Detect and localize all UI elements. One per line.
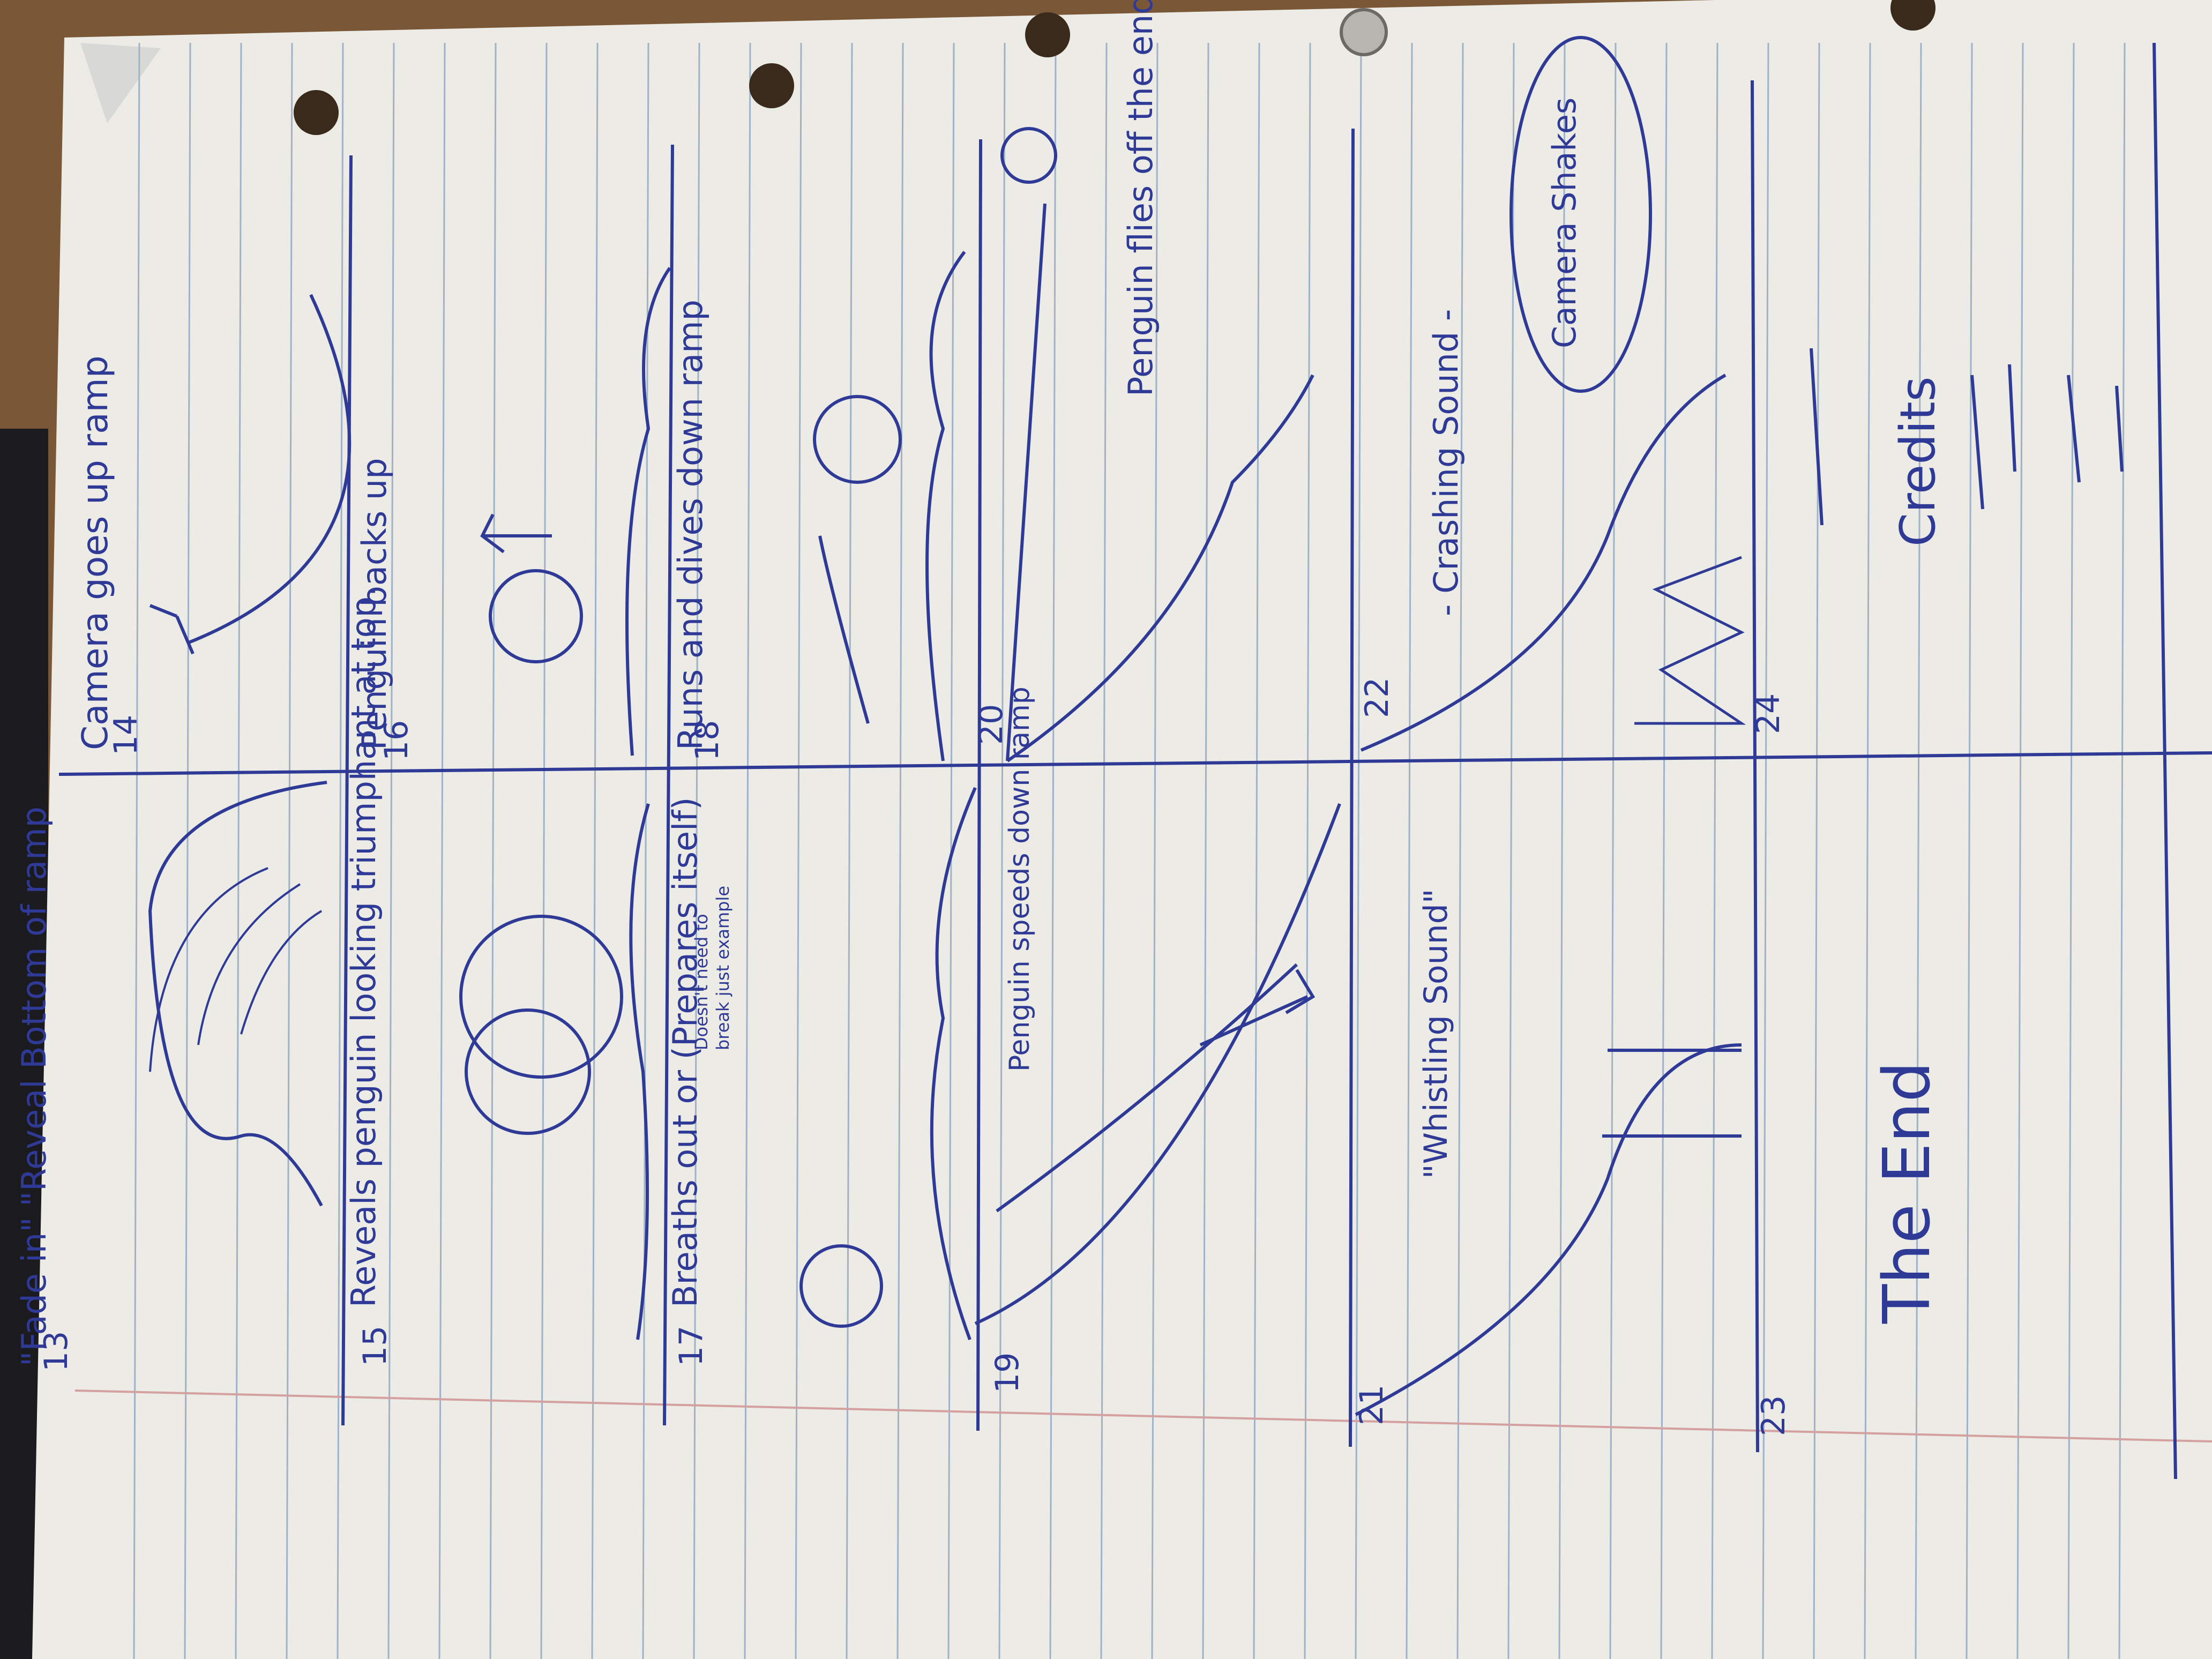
folded-corner [80, 43, 161, 123]
panel-23-number: 23 [1755, 1395, 1792, 1436]
panel-20-caption: Penguin flies off the end of ramp. [1121, 0, 1160, 397]
flight-path-sketch [1006, 203, 1047, 761]
reinforced-hole [1340, 8, 1388, 56]
ramp-slope-sketch [996, 963, 1298, 1213]
panel-21: 21 "Whistling Sound" [1353, 889, 1742, 1425]
panel-13-number: 13 [38, 1331, 75, 1372]
panel-22: 22 - Crashing Sound - Camera Shakes [1358, 36, 1746, 752]
panel-22-caption: - Crashing Sound - [1426, 309, 1466, 616]
arrow-head-icon [149, 604, 195, 655]
storyboard-grid [58, 42, 2212, 1479]
ramp-sketch [625, 267, 671, 756]
panel-24-number: 24 [1750, 693, 1787, 734]
notebook-paper [32, 0, 2212, 1659]
credit-lines-sketch [1810, 348, 2124, 526]
panel-15: 15 Reveals penguin looking triumphant at… [344, 586, 650, 1366]
punch-hole [1025, 12, 1070, 57]
panel-14-caption: Camera goes up ramp [74, 355, 116, 750]
panel-14: 14 Camera goes up ramp [74, 294, 352, 756]
panel-23: 23 The End [1755, 1062, 1945, 1436]
ramp-sketch [1360, 373, 1727, 752]
panel-18-caption: Runs and dives down ramp [671, 300, 710, 750]
ruled-lines [133, 42, 2126, 1659]
panel-18: 18 Runs and dives down ramp [671, 251, 966, 761]
panel-17-note-line2: break just example [713, 886, 733, 1050]
ramp-curve-sketch [240, 910, 323, 1035]
panel-18-number: 18 [689, 720, 726, 761]
ramp-curve-sketch [197, 883, 301, 1045]
margin-line [74, 1389, 2212, 1443]
panel-15-number: 15 [356, 1326, 394, 1366]
ramp-sketch [930, 787, 977, 1341]
speed-arrow-icon [1199, 969, 1316, 1047]
ramp-support-sketch [1602, 1049, 1742, 1138]
panel-19-number: 19 [989, 1352, 1026, 1393]
ramp-sketch [925, 251, 966, 761]
panel-17-number: 17 [672, 1326, 710, 1366]
back-arrow-icon [480, 513, 552, 554]
panel-13: 13 "Fade in" "Reveal Bottom of ramp [14, 781, 327, 1372]
panel-17-caption: Breaths out or (Prepares itself) [666, 797, 705, 1307]
panel-17-note-line1: Doesn't need to [691, 914, 712, 1050]
panel-20: 20 Penguin flies off the end of ramp. [973, 0, 1314, 763]
panel-17: 17 Breaths out or (Prepares itself) Does… [666, 787, 977, 1366]
ramp-curve-sketch [149, 867, 268, 1072]
panel-15-caption: Reveals penguin looking triumphant at to… [344, 586, 383, 1307]
panel-24: 24 Credits [1750, 348, 2124, 734]
panel-16-caption: Penguin backs up [355, 458, 394, 751]
ramp-sketch [1355, 1043, 1742, 1416]
panel-16: 16 Penguin backs up [355, 267, 671, 761]
panel-16-number: 16 [378, 720, 415, 761]
diving-penguin-sketch [813, 395, 902, 484]
panel-14-number: 14 [107, 715, 145, 756]
panel-24-caption: Credits [1890, 376, 1946, 547]
panel-21-caption: "Whistling Sound" [1417, 889, 1455, 1179]
camera-arrow-sketch [186, 294, 352, 645]
ramp-slope-sketch [974, 803, 1341, 1325]
panel-23-caption: The End [1870, 1062, 1945, 1324]
panel-22-bubble: Camera Shakes [1546, 98, 1583, 348]
flying-penguin-sketch [1000, 127, 1057, 184]
penguin-body-sketch [459, 915, 623, 1079]
panel-13-caption: "Fade in" "Reveal Bottom of ramp [14, 806, 54, 1366]
punch-hole [749, 63, 794, 108]
ramp-launch-sketch [1006, 374, 1314, 763]
speech-bubble [1509, 36, 1652, 393]
penguin-head-sketch [465, 1008, 591, 1135]
panel-22-number: 22 [1358, 677, 1396, 718]
panel-20-number: 20 [973, 704, 1010, 745]
punch-hole [1890, 0, 1935, 31]
penguin-sketch [489, 569, 583, 663]
punch-hole [294, 90, 339, 135]
motion-arrow-sketch [818, 535, 870, 724]
ramp-bottom-sketch [148, 781, 327, 1207]
crash-zigzag-sketch [1634, 556, 1746, 725]
ramp-top-sketch [629, 803, 650, 1340]
penguin-sketch [799, 1244, 883, 1328]
